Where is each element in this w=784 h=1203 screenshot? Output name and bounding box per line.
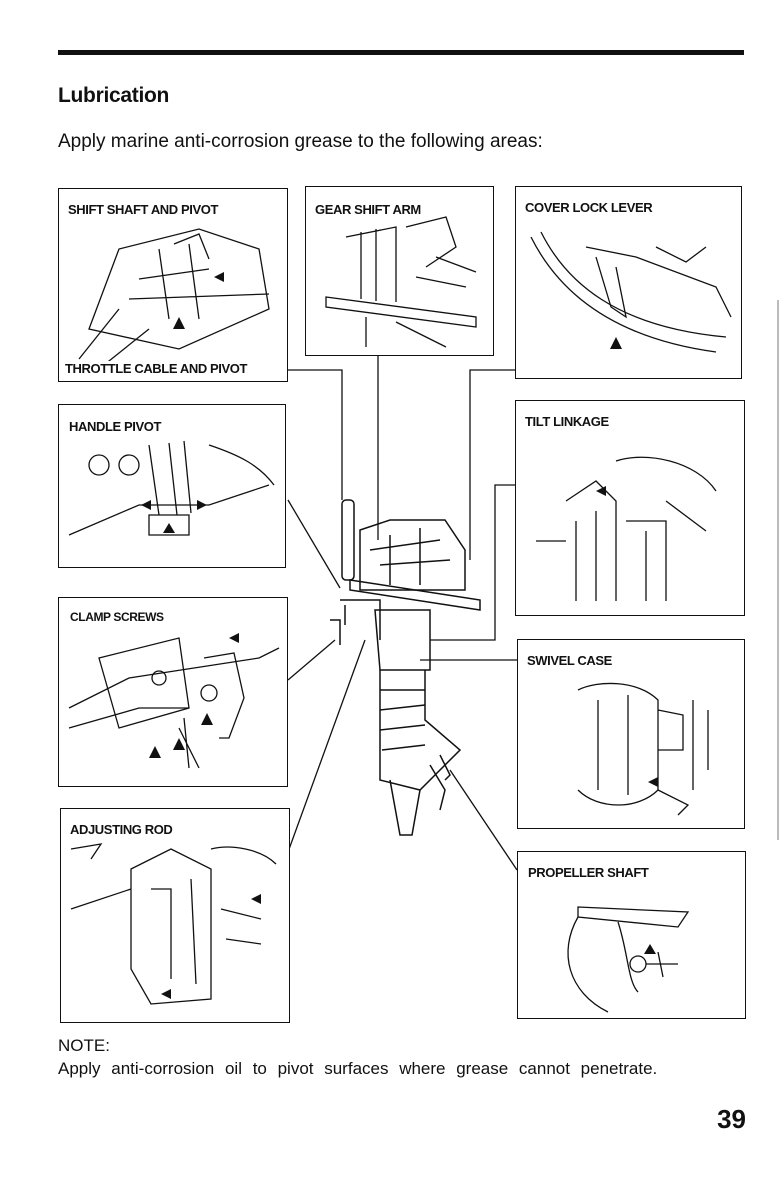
- header-rule: [58, 50, 744, 55]
- callout-tilt-linkage: TILT LINKAGE: [515, 400, 745, 616]
- intro-text: Apply marine anti-corrosion grease to th…: [58, 131, 543, 152]
- callout-adjusting-rod: ADJUSTING ROD: [60, 808, 290, 1023]
- callout-label-clamp-screws: CLAMP SCREWS: [70, 610, 164, 624]
- cover-lock-lever-illustration: [530, 231, 732, 353]
- page-title: Lubrication: [58, 84, 170, 107]
- propeller-shaft-illustration: [567, 906, 690, 1013]
- callout-label-gear-shift-arm: GEAR SHIFT ARM: [315, 202, 421, 217]
- outboard-motor-illustration: [330, 499, 481, 836]
- clamp-screws-illustration: [68, 633, 280, 769]
- callout-label-tilt-linkage: TILT LINKAGE: [525, 414, 609, 429]
- callout-handle-pivot: HANDLE PIVOT: [58, 404, 286, 568]
- callout-label-propeller-shaft: PROPELLER SHAFT: [528, 865, 649, 880]
- callout-swivel-case: SWIVEL CASE: [517, 639, 745, 829]
- callout-shift-shaft: SHIFT SHAFT AND PIVOT THROTTLE CABLE AND…: [58, 188, 288, 382]
- callout-propeller-shaft: PROPELLER SHAFT: [517, 851, 746, 1019]
- note-text: Apply anti-corrosion oil to pivot surfac…: [58, 1059, 658, 1078]
- callout-gear-shift-arm: GEAR SHIFT ARM: [305, 186, 494, 356]
- callout-label-swivel-case: SWIVEL CASE: [527, 653, 612, 668]
- swivel-case-illustration: [577, 682, 709, 816]
- page-edge-shadow: [777, 300, 779, 840]
- gear-shift-arm-illustration: [325, 216, 477, 348]
- page-number: 39: [717, 1104, 746, 1134]
- callout-label-handle-pivot: HANDLE PIVOT: [69, 419, 161, 434]
- callout-label-throttle-cable: THROTTLE CABLE AND PIVOT: [65, 361, 248, 376]
- adjusting-rod-illustration: [70, 843, 277, 1005]
- callout-label-adjusting-rod: ADJUSTING ROD: [70, 822, 173, 837]
- tilt-linkage-illustration: [536, 456, 717, 601]
- note-heading: NOTE:: [58, 1036, 110, 1055]
- callout-label-shift-shaft: SHIFT SHAFT AND PIVOT: [68, 202, 219, 217]
- shift-shaft-illustration: [78, 228, 270, 370]
- handle-pivot-illustration: [68, 440, 275, 536]
- callout-label-cover-lock-lever: COVER LOCK LEVER: [525, 200, 653, 215]
- callout-clamp-screws: CLAMP SCREWS: [58, 597, 288, 787]
- callout-cover-lock-lever: COVER LOCK LEVER: [515, 186, 742, 379]
